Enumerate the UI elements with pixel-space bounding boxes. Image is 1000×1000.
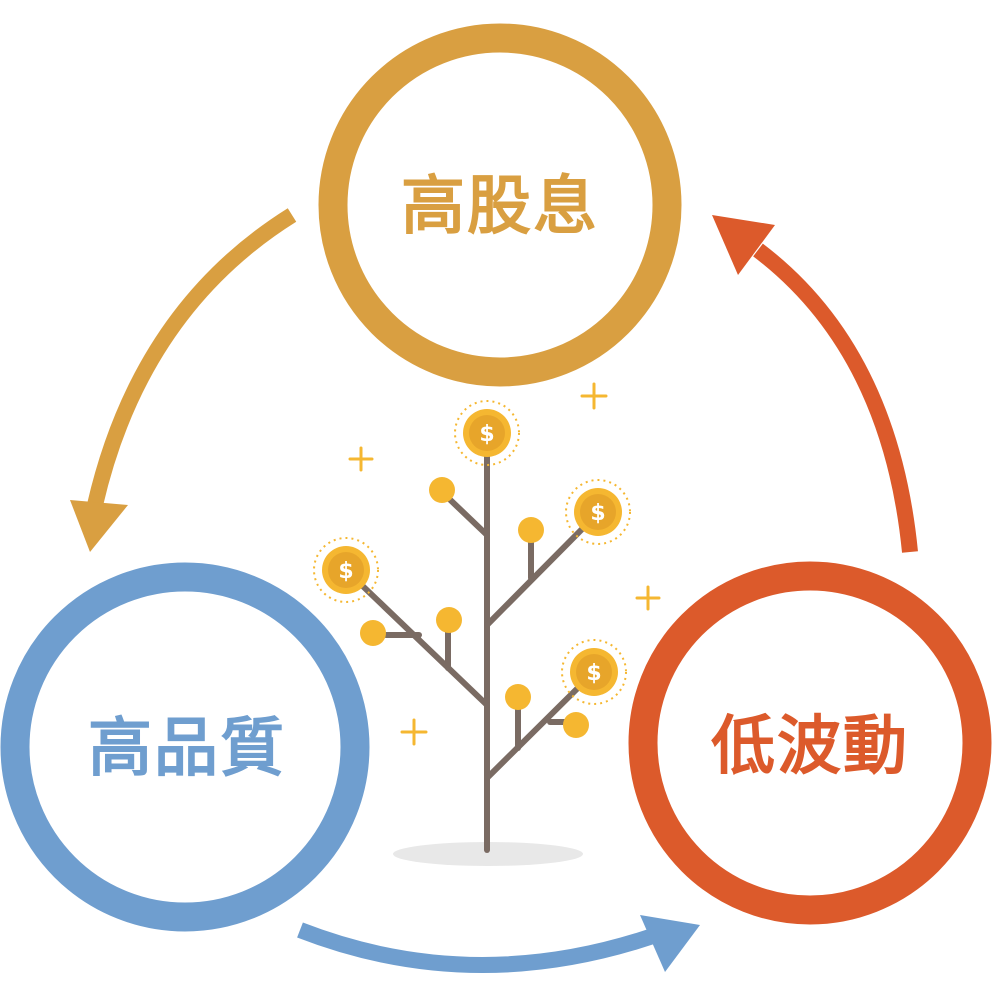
node-dividend: 高股息 (318, 23, 682, 387)
cycle-arrows (70, 208, 918, 973)
label-volatility: 低波動 (711, 710, 909, 784)
coin-symbol: $ (338, 559, 353, 584)
branch-right-high (484, 512, 599, 628)
label-dividend: 高股息 (401, 170, 599, 244)
coin-icon: $ (565, 479, 631, 545)
coin-symbol: $ (586, 661, 601, 686)
node-quality: 高品質 (0, 562, 370, 932)
circle-dividend (318, 23, 682, 387)
fruit (429, 477, 455, 503)
fruit (505, 684, 531, 710)
money-tree-icon: $ $ $ $ (313, 382, 661, 866)
tree-coins: $ $ $ $ (313, 400, 631, 705)
coin-icon: $ (561, 639, 627, 705)
sparkles (348, 382, 661, 746)
node-volatility: 低波動 (628, 561, 992, 925)
branch-left-mid (345, 569, 490, 708)
sparkle-icon (635, 585, 661, 611)
arrowhead-dividend-to-quality (70, 500, 128, 552)
sparkle-icon (348, 446, 374, 472)
label-quality: 高品質 (88, 712, 286, 786)
tree-fruits (360, 477, 589, 738)
fruit (436, 607, 462, 633)
coin-icon: $ (454, 400, 520, 466)
coin-symbol: $ (479, 422, 494, 447)
arrow-dividend-to-quality (87, 208, 297, 507)
circle-volatility (628, 561, 992, 925)
branch-right-low (484, 669, 597, 781)
sparkle-icon (400, 718, 428, 746)
circle-quality (0, 562, 370, 932)
arrow-volatility-to-dividend (753, 243, 918, 553)
fruit (563, 712, 589, 738)
fruit (518, 517, 544, 543)
tree-shadow (393, 842, 583, 866)
coin-icon: $ (313, 537, 379, 603)
sparkle-icon (580, 382, 608, 410)
coin-symbol: $ (590, 501, 605, 526)
arrow-quality-to-volatility (297, 922, 673, 973)
arrowhead-volatility-to-dividend (712, 215, 775, 275)
tree-branches (345, 437, 599, 853)
arrowhead-quality-to-volatility (640, 915, 700, 972)
fruit (360, 620, 386, 646)
